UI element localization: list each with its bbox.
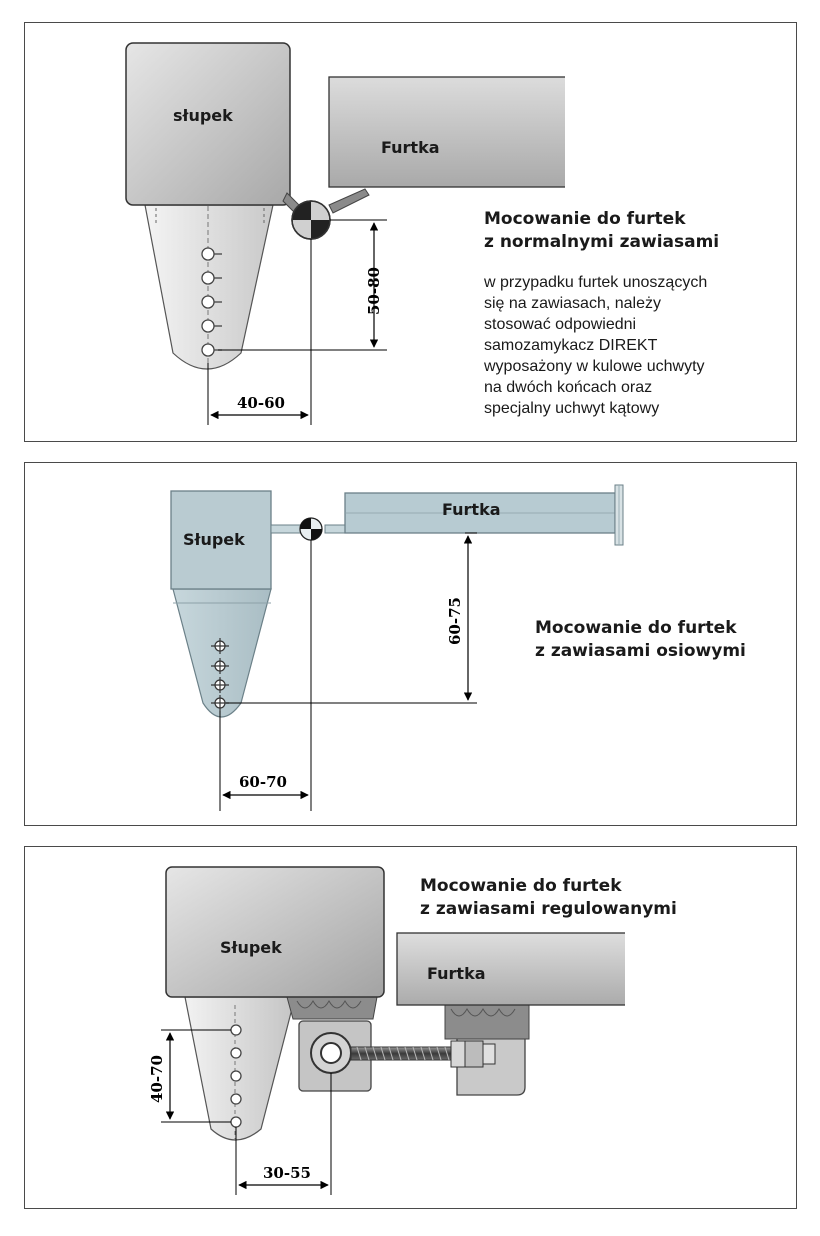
svg-text:wyposażony w kulowe uchwyty: wyposażony w kulowe uchwyty [483, 358, 705, 375]
post-block [170, 490, 272, 590]
nut-right [464, 1040, 484, 1068]
dimension-horizontal: 40-60 [237, 394, 285, 412]
nut-left [450, 1040, 466, 1068]
heading-line-2: z normalnymi zawiasami [484, 232, 719, 252]
description-text: w przypadku furtek unoszących się na zaw… [483, 274, 707, 417]
post-label: Słupek [220, 938, 282, 957]
post-label: słupek [173, 106, 233, 125]
mounting-plate [144, 204, 274, 370]
dimension-horizontal: 30-55 [263, 1164, 311, 1182]
heading-line-2: z zawiasami regulowanymi [420, 899, 677, 919]
mounting-plate [184, 996, 296, 1141]
panel-axial-hinges: Słupek Furtka 60-75 60-70 Mocowanie do f… [24, 462, 797, 826]
gate-block [328, 76, 570, 188]
ball-arm-right [328, 188, 370, 214]
rubber-boot [286, 996, 378, 1020]
panel-adjustable-hinges: Słupek Furtka 40-70 30-55 Mocowanie do f… [24, 846, 797, 1209]
post-block [165, 866, 385, 998]
svg-text:w przypadku furtek unoszących: w przypadku furtek unoszących [483, 274, 707, 291]
heading-line-1: Mocowanie do furtek [484, 209, 686, 229]
svg-text:stosować odpowiedni: stosować odpowiedni [484, 316, 636, 333]
gate-label: Furtka [442, 500, 501, 519]
panel-normal-hinges: słupek Furtka 50-80 40-60 Mocowanie do f… [24, 22, 797, 442]
dimension-vertical: 40-70 [148, 1055, 166, 1103]
heading-line-1: Mocowanie do furtek [535, 618, 737, 638]
diagram-adjustable-hinges: Słupek Furtka 40-70 30-55 Mocowanie do f… [148, 866, 677, 1195]
svg-text:się na zawiasach, należy: się na zawiasach, należy [484, 295, 661, 312]
gate-label: Furtka [427, 964, 486, 983]
svg-text:na dwóch końcach oraz: na dwóch końcach oraz [484, 379, 652, 396]
dimension-horizontal: 60-70 [239, 773, 287, 791]
diagram-normal-hinges: słupek Furtka 50-80 40-60 Mocowanie do f… [125, 42, 719, 425]
mounting-holes [211, 638, 229, 711]
post-block [125, 42, 291, 206]
heading-line-1: Mocowanie do furtek [420, 876, 622, 896]
diagram-axial-hinges: Słupek Furtka 60-75 60-70 Mocowanie do f… [170, 484, 746, 811]
dimension-vertical: 60-75 [446, 597, 464, 645]
dimension-vertical: 50-80 [365, 267, 383, 315]
mounting-holes [201, 247, 222, 357]
gate-label: Furtka [381, 138, 440, 157]
hinge-arm [270, 524, 302, 534]
gate-block [396, 932, 630, 1006]
post-label: Słupek [183, 530, 245, 549]
heading-line-2: z zawiasami osiowymi [535, 641, 746, 661]
svg-text:samozamykacz DIREKT: samozamykacz DIREKT [484, 337, 658, 354]
svg-text:specjalny uchwyt kątowy: specjalny uchwyt kątowy [484, 400, 659, 417]
